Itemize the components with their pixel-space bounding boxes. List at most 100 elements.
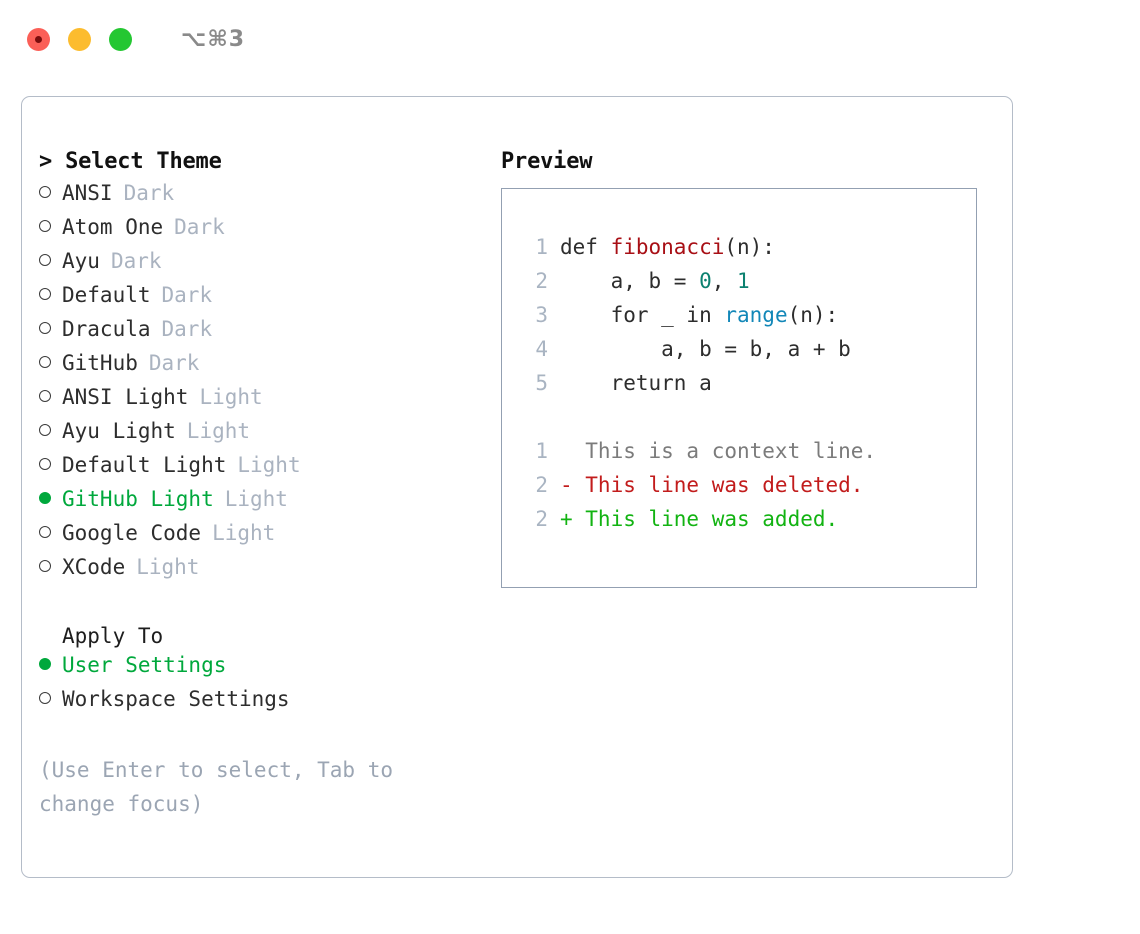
code-line-text: + This line was added. — [560, 507, 838, 531]
radio-unselected-icon[interactable] — [39, 458, 51, 470]
keyboard-shortcut-label: ⌥⌘3 — [181, 26, 246, 52]
apply-to-header: Apply To — [62, 624, 164, 648]
theme-row[interactable]: Default Dark — [39, 283, 489, 317]
theme-name-label: Ayu Light — [62, 419, 176, 443]
theme-variant-tag: Dark — [161, 317, 213, 341]
theme-row[interactable]: XCode Light — [39, 555, 489, 589]
code-line-text: a, b = 0, 1 — [560, 269, 750, 293]
apply-to-label: Workspace Settings — [62, 687, 290, 711]
theme-name-label: XCode — [62, 555, 126, 579]
theme-name-label: Atom One — [62, 215, 164, 239]
code-line-text: return a — [560, 371, 712, 395]
radio-unselected-icon[interactable] — [39, 390, 51, 402]
theme-name-label: Default — [62, 283, 151, 307]
line-number: 5 — [535, 371, 548, 395]
code-token-plain: (n): — [787, 303, 839, 327]
code-token-add: + This line was added. — [560, 507, 839, 531]
radio-unselected-icon[interactable] — [39, 220, 51, 232]
theme-variant-tag: Dark — [123, 181, 175, 205]
code-line: 4 a, b = b, a + b — [502, 337, 976, 371]
radio-unselected-icon[interactable] — [39, 560, 51, 572]
code-token-plain: return a — [560, 371, 712, 395]
code-line: 2 a, b = 0, 1 — [502, 269, 976, 303]
radio-selected-icon[interactable] — [39, 492, 51, 504]
theme-row[interactable]: GitHub Light Light — [39, 487, 489, 521]
code-line-text: This is a context line. — [560, 439, 876, 463]
theme-variant-tag: Light — [186, 419, 251, 443]
select-theme-header: > Select Theme — [39, 149, 222, 174]
radio-unselected-icon[interactable] — [39, 322, 51, 334]
code-line: 5 return a — [502, 371, 976, 405]
theme-row[interactable]: ANSI Dark — [39, 181, 489, 215]
theme-variant-tag: Light — [136, 555, 200, 579]
code-token-ctx: This is a context line. — [560, 439, 877, 463]
theme-name-label: ANSI Light — [62, 385, 189, 409]
radio-unselected-icon[interactable] — [39, 186, 51, 198]
maximize-button[interactable] — [109, 27, 132, 51]
radio-unselected-icon[interactable] — [39, 526, 51, 538]
diff-line: 2 - This line was deleted. — [502, 473, 976, 507]
code-line-text: - This line was deleted. — [560, 473, 863, 497]
theme-name-label: Google Code — [62, 521, 202, 545]
code-token-plain: , — [711, 269, 738, 293]
code-token-plain: for _ in — [560, 303, 725, 327]
radio-selected-icon[interactable] — [39, 658, 51, 670]
diff-line: 1 This is a context line. — [502, 439, 976, 473]
theme-name-label: GitHub Light — [62, 487, 214, 511]
theme-name-label: ANSI — [62, 181, 113, 205]
radio-unselected-icon[interactable] — [39, 254, 51, 266]
line-number: 2 — [535, 507, 548, 531]
theme-row[interactable]: Dracula Dark — [39, 317, 489, 351]
radio-unselected-icon[interactable] — [39, 356, 51, 368]
code-line-text: for _ in range(n): — [560, 303, 839, 327]
line-number: 2 — [535, 473, 548, 497]
line-number: 2 — [535, 269, 548, 293]
code-token-num: 1 — [737, 269, 750, 293]
theme-variant-tag: Dark — [148, 351, 200, 375]
radio-unselected-icon[interactable] — [39, 424, 51, 436]
theme-variant-tag: Light — [224, 487, 288, 511]
theme-name-label: GitHub — [62, 351, 138, 375]
theme-variant-tag: Dark — [174, 215, 225, 239]
minimize-button[interactable] — [68, 27, 91, 51]
code-token-call: range — [724, 303, 788, 327]
theme-variant-tag: Light — [199, 385, 263, 409]
code-token-plain: a, b = b, a + b — [560, 337, 851, 361]
preview-header: Preview — [501, 149, 593, 174]
theme-variant-tag: Dark — [161, 283, 213, 307]
code-token-plain: (n): — [724, 235, 775, 259]
theme-name-label: Ayu — [62, 249, 100, 273]
line-number: 1 — [535, 439, 548, 463]
code-token-num: 0 — [699, 269, 712, 293]
code-diff-spacer — [502, 405, 976, 439]
theme-name-label: Default Light — [62, 453, 227, 477]
close-button[interactable] — [27, 27, 50, 51]
keyboard-hint-text: (Use Enter to select, Tab to change focu… — [39, 758, 394, 816]
window-controls — [27, 27, 132, 51]
apply-to-row[interactable]: User Settings — [39, 653, 489, 687]
diff-line: 2 + This line was added. — [502, 507, 976, 541]
theme-row[interactable]: Atom One Dark — [39, 215, 489, 249]
theme-row[interactable]: GitHub Dark — [39, 351, 489, 385]
theme-row[interactable]: ANSI Light Light — [39, 385, 489, 419]
code-token-plain: def — [560, 235, 611, 259]
radio-unselected-icon[interactable] — [39, 288, 51, 300]
code-token-plain: a, b = — [560, 269, 700, 293]
radio-unselected-icon[interactable] — [39, 692, 51, 704]
apply-to-row[interactable]: Workspace Settings — [39, 687, 489, 721]
apply-to-label: User Settings — [62, 653, 227, 677]
code-line: 3 for _ in range(n): — [502, 303, 976, 337]
theme-row[interactable]: Ayu Light Light — [39, 419, 489, 453]
theme-name-label: Dracula — [62, 317, 151, 341]
